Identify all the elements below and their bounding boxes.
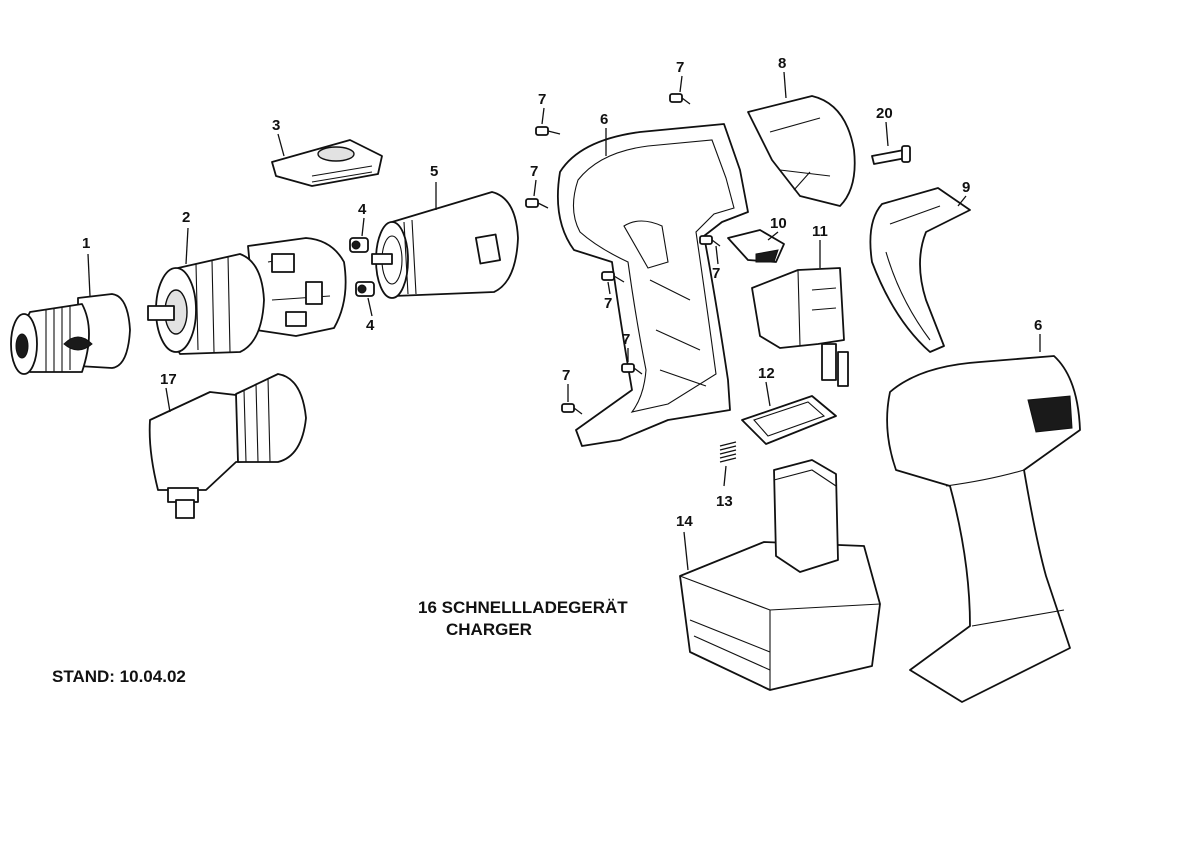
part-10-direction-button: [727, 229, 785, 263]
leader-part-20: [885, 121, 889, 147]
label-part-7-e: 7: [712, 265, 720, 282]
label-part-12: 12: [758, 365, 775, 382]
leader-part-7-d: [607, 281, 611, 295]
charger-label-line1: 16 SCHNELLLADEGERÄT: [418, 598, 628, 617]
label-part-10: 10: [770, 215, 787, 232]
leader-part-10: [767, 231, 779, 241]
label-part-7-g: 7: [562, 367, 570, 384]
label-part-14: 14: [676, 513, 693, 530]
leader-part-9: [957, 195, 967, 207]
leader-part-4-top: [361, 217, 365, 237]
label-part-7-c: 7: [530, 163, 538, 180]
label-part-20: 20: [876, 105, 893, 122]
leader-part-4-bottom: [367, 297, 373, 317]
label-part-7-a: 7: [538, 91, 546, 108]
part-14-battery-pack: [679, 459, 881, 691]
leader-part-7-b: [679, 75, 683, 93]
part-4-screws: [349, 237, 375, 297]
part-11-switch: [751, 267, 849, 387]
charger-label-line2: CHARGER: [446, 620, 532, 639]
leader-part-1: [87, 253, 91, 297]
label-part-2: 2: [182, 209, 190, 226]
part-2-gearbox: [147, 237, 347, 355]
part-5-motor: [371, 191, 519, 299]
leader-part-2: [185, 227, 189, 265]
label-part-7-f: 7: [622, 331, 630, 348]
part-6-housing-half-closed: [886, 355, 1081, 703]
part-7-screws: [525, 93, 721, 415]
part-1-chuck: [10, 293, 131, 375]
leader-part-8: [783, 71, 787, 99]
part-13-spring: [719, 441, 737, 463]
leader-part-12: [765, 381, 771, 407]
part-20-pin: [871, 145, 911, 165]
label-part-9: 9: [962, 179, 970, 196]
label-part-8: 8: [778, 55, 786, 72]
label-part-13: 13: [716, 493, 733, 510]
label-part-1: 1: [82, 235, 90, 252]
stand-date-label: STAND: 10.04.02: [52, 667, 186, 686]
label-part-3: 3: [272, 117, 280, 134]
part-3-switch-slider: [271, 139, 383, 187]
part-8-top-cover: [747, 95, 856, 207]
label-part-11: 11: [812, 223, 828, 240]
part-17-angle-attachment: [148, 373, 307, 519]
part-9-rear-cover: [869, 187, 971, 353]
leader-part-3: [277, 133, 285, 157]
label-part-6-closed: 6: [1034, 317, 1042, 334]
leader-part-17: [165, 387, 171, 413]
label-part-5: 5: [430, 163, 438, 180]
label-part-4-top: 4: [358, 201, 367, 218]
leader-part-7-c: [533, 179, 537, 197]
leader-part-7-a: [541, 107, 545, 125]
label-part-4-bottom: 4: [366, 317, 375, 334]
label-part-7-d: 7: [604, 295, 612, 312]
leader-part-14: [683, 531, 689, 571]
leader-part-13: [723, 465, 727, 487]
part-12-battery-frame: [741, 395, 837, 445]
label-part-17: 17: [160, 371, 177, 388]
leader-part-7-e: [715, 245, 719, 265]
label-part-7-b: 7: [676, 59, 684, 76]
label-part-6: 6: [600, 111, 608, 128]
part-6-housing-half: [557, 123, 749, 447]
